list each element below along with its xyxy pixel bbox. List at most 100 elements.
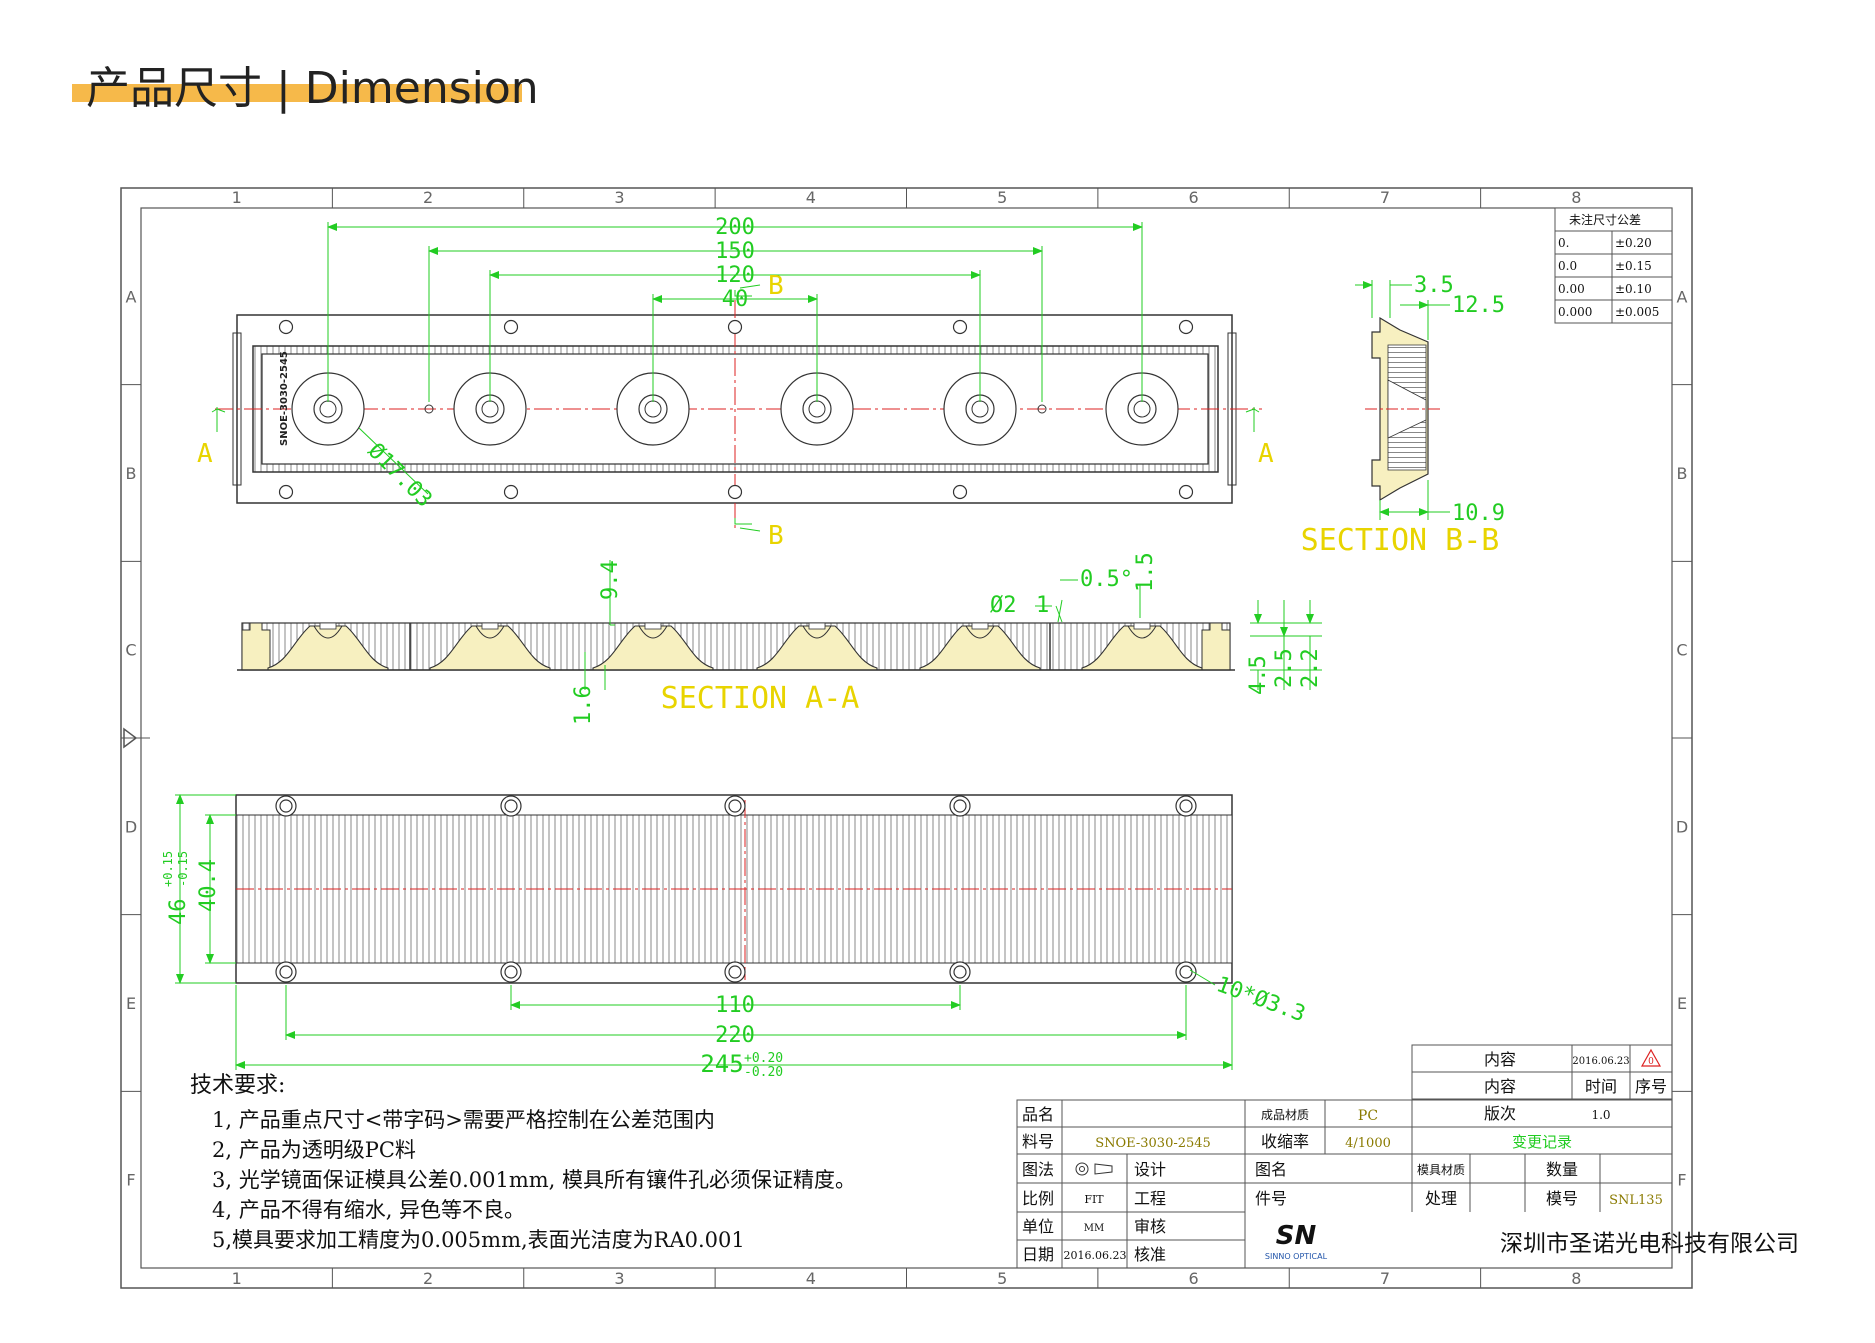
lens-section	[429, 625, 551, 671]
mounting-hole	[724, 961, 746, 983]
label-date: 日期	[1022, 1245, 1054, 1264]
lens-section	[756, 625, 878, 671]
section-aa	[237, 622, 1235, 671]
frame-row-letter: A	[126, 287, 137, 306]
frame-col-number: 8	[1571, 188, 1581, 207]
frame-row-letter: E	[126, 994, 136, 1013]
section-end-right	[1201, 622, 1231, 671]
dim-4-5: 4.5	[1246, 655, 1271, 695]
note-line: 5,模具要求加工精度为0.005mm,表面光洁度为RA0.001	[212, 1228, 745, 1252]
lens	[616, 372, 690, 446]
frame-col-number: 2	[423, 1269, 433, 1288]
label-review: 审核	[1134, 1217, 1166, 1236]
lens-section	[919, 625, 1041, 671]
mounting-hole	[503, 319, 519, 335]
rev-time-label: 时间	[1585, 1077, 1617, 1096]
tol-precision: 0.0	[1558, 259, 1577, 273]
header-accent-bar	[72, 84, 522, 102]
frame-col-number: 4	[806, 188, 816, 207]
section-mark-b-top: B	[768, 271, 784, 301]
mounting-hole	[1178, 484, 1194, 500]
value-material: PC	[1358, 1108, 1378, 1124]
dim-150: 150	[715, 239, 755, 264]
value-shrink-rate: 4/1000	[1345, 1136, 1391, 1151]
section-marks	[211, 284, 1260, 532]
value-unit: MM	[1084, 1223, 1104, 1234]
mounting-hole	[500, 961, 522, 983]
tolerance-table: 未注尺寸公差 0. ±0.20 0.0 ±0.15 0.00 ±0.10 0.0…	[1554, 207, 1673, 324]
company-logo-sub: SINNO OPTICAL	[1265, 1252, 1328, 1261]
section-aa-dimensions	[584, 560, 1322, 690]
tol-precision: 0.000	[1558, 305, 1592, 319]
rev-content-label: 内容	[1484, 1050, 1516, 1069]
label-material: 成品材质	[1261, 1108, 1309, 1122]
mounting-hole	[952, 319, 968, 335]
mounting-hole	[1175, 961, 1197, 983]
label-piece-number: 件号	[1255, 1189, 1287, 1208]
mounting-hole	[278, 319, 294, 335]
label-mold-number: 模号	[1546, 1189, 1578, 1208]
label-part-number: 料号	[1022, 1132, 1054, 1151]
rev-date: 2016.06.23	[1572, 1056, 1629, 1067]
engraving-text: SNOE-3030-2545	[279, 351, 290, 446]
dim-10-9: 10.9	[1452, 501, 1505, 526]
dim-245-tol-lower: -0.20	[744, 1065, 783, 1080]
dim-12-5: 12.5	[1452, 293, 1505, 318]
frame-col-number: 1	[232, 1269, 242, 1288]
label-mold-material: 模具材质	[1417, 1163, 1465, 1177]
page-header: 产品尺寸 | Dimension	[72, 48, 539, 114]
tol-value: ±0.005	[1615, 305, 1659, 319]
mounting-hole	[275, 961, 297, 983]
frame-row-letter: A	[1677, 287, 1688, 306]
dim-245-tol-upper: +0.20	[744, 1051, 783, 1066]
section-aa-title: SECTION A-A	[661, 681, 860, 716]
rev-number: 0	[1648, 1057, 1654, 1067]
dim-220: 220	[715, 1023, 755, 1048]
dim-2-5: 2.5	[1272, 648, 1297, 688]
revision-triangle-icon	[1640, 1048, 1662, 1067]
label-treatment: 处理	[1425, 1189, 1457, 1208]
label-projection-method: 图法	[1022, 1160, 1054, 1179]
label-design: 设计	[1134, 1160, 1166, 1179]
mounting-hole	[500, 795, 522, 817]
tolerance-title: 未注尺寸公差	[1569, 212, 1641, 227]
bottom-view-dimensions	[175, 794, 1233, 1070]
label-scale: 比例	[1022, 1189, 1054, 1208]
lens-section	[267, 625, 389, 671]
frame-col-number: 7	[1380, 1269, 1390, 1288]
section-bb-title: SECTION B-B	[1301, 523, 1500, 558]
section-mark-a-left: A	[197, 439, 213, 469]
projection-symbol-icon	[1075, 1162, 1113, 1176]
frame-col-number: 5	[997, 1269, 1007, 1288]
value-mold-number: SNL135	[1609, 1193, 1663, 1208]
dim-1-6: 1.6	[571, 685, 596, 725]
rev-version-value: 1.0	[1591, 1108, 1610, 1122]
dim-40-4: 40.4	[196, 859, 221, 912]
section-mark-b-bottom: B	[768, 521, 784, 551]
title-block	[1016, 1099, 1673, 1269]
mounting-hole	[949, 961, 971, 983]
rev-seq-label: 序号	[1635, 1077, 1667, 1096]
frame-row-letter: D	[125, 817, 137, 836]
mounting-hole	[727, 319, 743, 335]
frame-row-letter: F	[126, 1171, 135, 1190]
technical-requirements: 技术要求: 1, 产品重点尺寸<带字码>需要严格控制在公差范围内 2, 产品为透…	[190, 1067, 856, 1255]
frame-col-number: 1	[232, 188, 242, 207]
mounting-hole	[1178, 319, 1194, 335]
tol-precision: 0.00	[1558, 282, 1585, 296]
mounting-hole	[275, 795, 297, 817]
page-title: 产品尺寸 | Dimension	[86, 63, 539, 114]
top-view: SNOE-3030-2545	[215, 300, 1262, 530]
dim-46-tol-lower: -0.15	[176, 851, 190, 887]
mounting-hole	[503, 484, 519, 500]
frame-row-letter: D	[1676, 817, 1688, 836]
frame-col-number: 6	[1188, 188, 1198, 207]
frame-col-number: 3	[614, 188, 624, 207]
note-line: 3, 光学镜面保证模具公差0.001mm, 模具所有镶件孔必须保证精度。	[212, 1168, 857, 1192]
rev-version-label: 版次	[1484, 1104, 1516, 1123]
section-bb-dimensions	[1355, 280, 1450, 520]
label-unit: 单位	[1022, 1217, 1054, 1236]
revision-block	[1411, 1044, 1673, 1128]
company-name: 深圳市圣诺光电科技有限公司	[1500, 1231, 1799, 1257]
